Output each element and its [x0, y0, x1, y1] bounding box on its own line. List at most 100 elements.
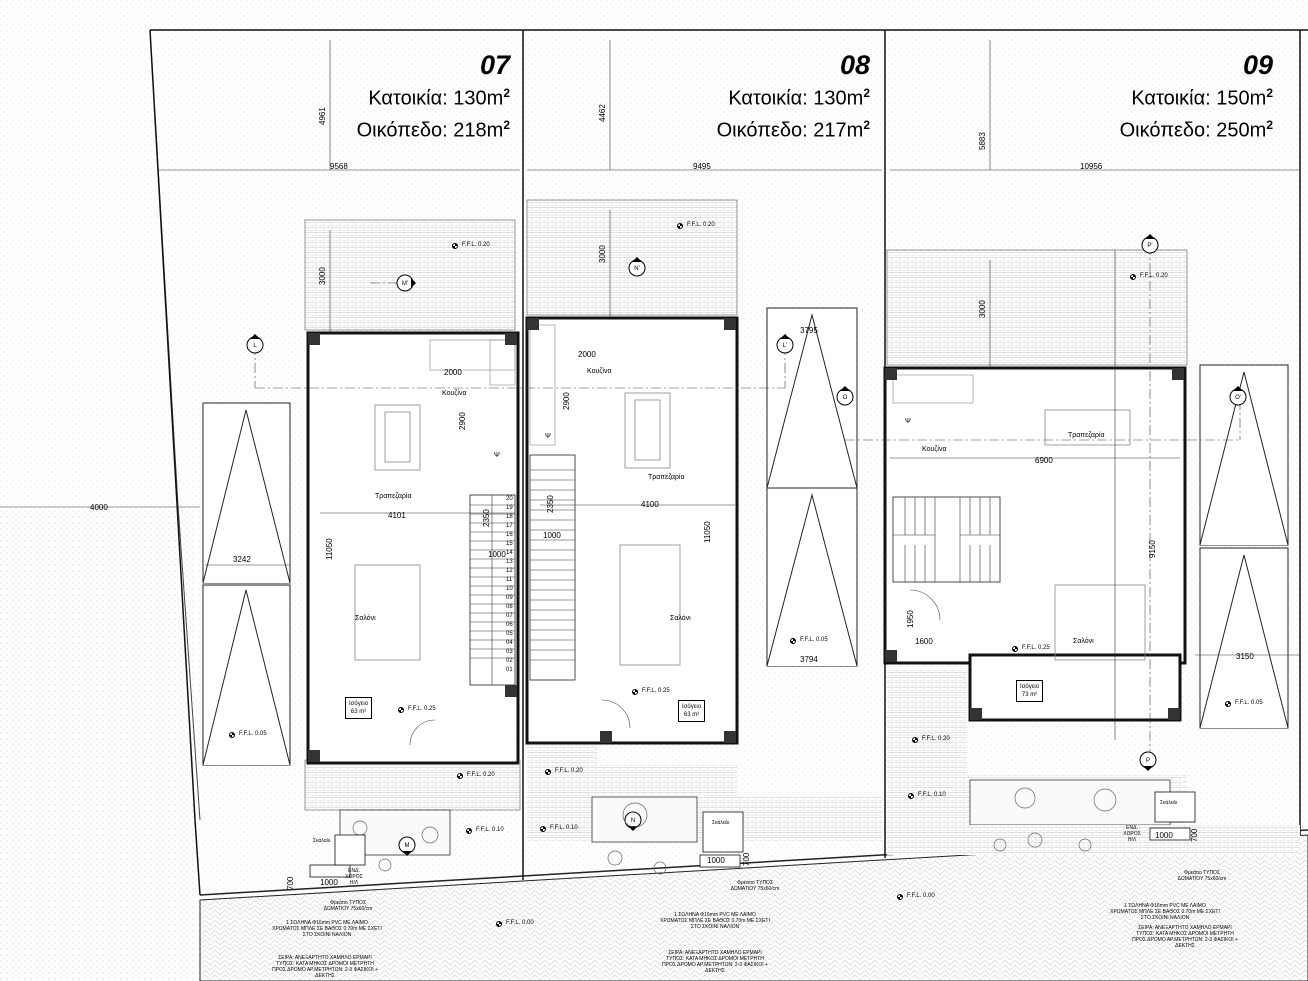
svg-text:L': L'	[783, 343, 787, 349]
dim-4000: 4000	[90, 503, 108, 512]
level-house-08: F.F.L. 0.25	[632, 688, 670, 695]
level-terrace-08: F.F.L. 0.20	[677, 222, 715, 229]
dim-parking-07: 3242	[233, 555, 251, 564]
meter-note-07: ΣΕΙΡΑ: ΑΝΕΞΑΡΤΗΤΟ ΧΑΜΗΛΟ ΕΡΜΑΡΙ ΤΥΠΟΣ: Κ…	[272, 955, 378, 979]
steps-label-07: Σκάλαλι	[313, 838, 331, 844]
house-area: 130m	[453, 87, 504, 110]
level-terrace-09: F.F.L. 0.20	[1130, 273, 1168, 280]
dim-1000-08: 1000	[543, 531, 561, 540]
svg-text:O': O'	[1235, 395, 1241, 401]
unit-07-heading: 07 Κατοικία: 130m2 Οικόπεδο: 218m2	[310, 50, 510, 143]
svg-text:M: M	[405, 843, 410, 849]
room-dining-09: Τραπεζαρία	[1068, 432, 1105, 439]
level-house-07: F.F.L. 0.25	[398, 706, 436, 713]
level-parking-07: F.F.L. 0.05	[229, 731, 267, 738]
dim-2350-08: 2350	[546, 495, 555, 513]
dim-plot-width-07: 9568	[330, 162, 348, 171]
svg-text:O: O	[843, 395, 848, 401]
unit-08-heading: 08 Κατοικία: 130m2 Οικόπεδο: 217m2	[670, 50, 870, 143]
shaft-07: Ψ	[494, 452, 500, 459]
pipe-note-07: 1 ΣΩΛΗΝΑ Φ16mm PVC ΜΕ ΛΑΙΜΟ ΧΡΩΜΑΤΟΣ ΜΠΛ…	[272, 920, 382, 938]
cabinet-note-09: Φρεάτιο ΤΥΠΟΣ ΔΩΜΑΤΙΟΥ 75x60/cm	[1177, 870, 1227, 882]
level-parking-09: F.F.L. 0.05	[1225, 700, 1263, 707]
plot-area: 250m	[1216, 119, 1267, 142]
house-area: 130m	[813, 87, 864, 110]
dim-garden-09: 5883	[978, 132, 987, 150]
dim-11050-07: 11050	[325, 538, 334, 560]
dim-terrace-08: 3000	[598, 245, 607, 263]
dim-2900-07: 2900	[458, 412, 467, 430]
meter-note-08: ΣΕΙΡΑ: ΑΝΕΞΑΡΤΗΤΟ ΧΑΜΗΛΟ ΕΡΜΑΡΙ ΤΥΠΟΣ: Κ…	[662, 950, 768, 974]
level-road-1: F.F.L. 0.00	[496, 920, 534, 927]
plot-label: Οικόπεδο:	[716, 119, 808, 142]
level-front-07: F.F.L. 0.10	[466, 827, 504, 834]
level-front-08: F.F.L. 0.10	[540, 825, 578, 832]
section-markers: L L' M' M N' N O O' P' P	[246, 234, 1247, 856]
svg-text:P': P'	[1147, 243, 1152, 249]
room-kitchen-08: Κουζίνα	[587, 368, 612, 375]
level-road-2: F.F.L. 0.00	[897, 893, 935, 900]
dim-4100: 4100	[641, 500, 659, 509]
parking-spaces	[202, 307, 1289, 766]
dim-3150: 3150	[1236, 652, 1254, 661]
dim-kitchen-08: 2000	[578, 350, 596, 359]
unit-number: 09	[1242, 50, 1273, 80]
level-terrace-07: F.F.L. 0.20	[452, 242, 490, 249]
section-lines	[254, 245, 1241, 760]
level-parking-08: F.F.L. 0.05	[790, 637, 828, 644]
level-front-09: F.F.L. 0.10	[908, 792, 946, 799]
dim-1000-meter-08: 1000	[707, 856, 725, 865]
room-dining-08: Τραπεζαρία	[648, 474, 685, 481]
dim-700-07: 700	[286, 876, 295, 890]
road	[199, 834, 1308, 981]
dim-2350-07: 2350	[482, 509, 491, 527]
dim-plot-width-08: 9495	[693, 162, 711, 171]
house-09	[883, 366, 1187, 722]
dim-1950: 1950	[906, 610, 915, 628]
dim-1000-07: 1000	[488, 550, 506, 559]
dim-700-08: 700	[742, 852, 751, 866]
house-area: 150m	[1216, 87, 1267, 110]
unit-09-heading: 09 Κατοικία: 150m2 Οικόπεδο: 250m2	[1073, 50, 1273, 143]
steps-label-09: Σκάλαλι	[1160, 800, 1178, 806]
svg-text:M': M'	[402, 281, 408, 287]
house-label: Κατοικία:	[1131, 87, 1211, 110]
dim-6900: 6900	[1035, 456, 1053, 465]
unit-number: 07	[479, 50, 510, 80]
house-label: Κατοικία:	[728, 87, 808, 110]
plot-area: 218m	[453, 119, 504, 142]
pipe-note-09: 1 ΣΩΛΗΝΑ Φ16mm PVC ΜΕ ΛΑΙΜΟ ΧΡΩΜΑΤΟΣ ΜΠΛ…	[1110, 903, 1220, 921]
dim-11050-08: 11050	[703, 521, 712, 543]
room-living-07: Σαλόνι	[355, 615, 376, 622]
svg-text:P: P	[1146, 758, 1150, 764]
plot-boundaries	[149, 29, 1308, 896]
dim-1000-meter-09: 1000	[1155, 831, 1173, 840]
dim-3794: 3794	[800, 655, 818, 664]
cabinet-note-08: Φρεάτιο ΤΥΠΟΣ ΔΩΜΑΤΙΟΥ 75x60/cm	[730, 880, 780, 892]
level-house-09: F.F.L. 0.25	[1012, 645, 1050, 652]
svg-text:N': N'	[634, 266, 639, 272]
cabinet-note-07: Φρεάτιο ΤΥΠΟΣ ΔΩΜΑΤΙΟΥ 75x60/cm	[323, 900, 373, 912]
dim-kitchen-07: 2000	[444, 368, 462, 377]
dim-700-09: 700	[1190, 828, 1199, 842]
room-dining-07: Τραπεζαρία	[375, 493, 412, 500]
plot-label: Οικόπεδο:	[356, 119, 448, 142]
dim-2900-08: 2900	[562, 392, 571, 410]
plot-area: 217m	[813, 119, 864, 142]
shaft-08: Ψ	[545, 433, 551, 440]
meter-note-09: ΣΕΙΡΑ: ΑΝΕΞΑΡΤΗΤΟ ΧΑΜΗΛΟ ΕΡΜΑΡΙ ΤΥΠΟΣ: Κ…	[1132, 925, 1238, 949]
svg-text:N: N	[631, 818, 635, 824]
marker-L: L	[253, 343, 257, 349]
room-kitchen-09: Κουζίνα	[922, 446, 947, 453]
station-note-09: ΕΝΔ. ΧΩΡΟΣ Η/Λ	[1123, 825, 1141, 843]
dim-9150: 9150	[1148, 540, 1157, 558]
dim-terrace-07: 3000	[318, 267, 327, 285]
plot-label: Οικόπεδο:	[1119, 119, 1211, 142]
level-yard-08: F.F.L. 0.20	[545, 768, 583, 775]
level-yard-09: F.F.L. 0.20	[912, 736, 950, 743]
dimension-lines	[0, 40, 1300, 740]
